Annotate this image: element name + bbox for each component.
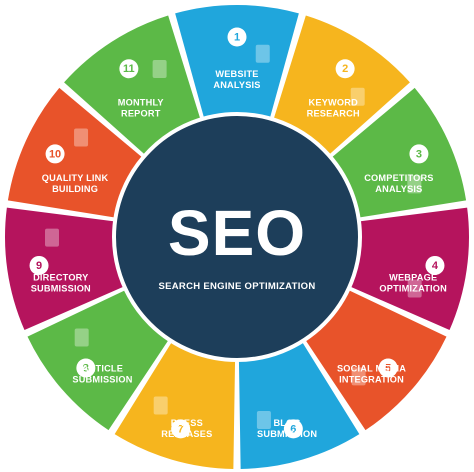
segment-label: BUILDING — [52, 184, 98, 194]
center-hub: SEO SEARCH ENGINE OPTIMIZATION — [112, 112, 362, 362]
segment-label: REPORT — [121, 108, 161, 118]
number-badge — [29, 255, 49, 275]
bar-chart-icon — [152, 59, 167, 78]
number-badge — [119, 59, 139, 79]
segment-number: 8 — [83, 362, 89, 374]
segment-label: ANALYSIS — [213, 80, 260, 90]
arrow-chart-icon — [255, 44, 270, 63]
segment-label: PRESS — [171, 418, 203, 428]
segment-label: ANALYSIS — [375, 184, 422, 194]
segment-label: OPTIMIZATION — [379, 283, 447, 293]
segment-label: WEBSITE — [215, 69, 258, 79]
number-badge — [227, 27, 247, 47]
center-circle — [112, 112, 362, 362]
segment-number: 2 — [342, 63, 348, 75]
segment-label: RESEARCH — [307, 108, 360, 118]
chat-bubble-icon — [256, 411, 271, 430]
segment-label: WEBPAGE — [389, 272, 437, 282]
number-badge — [76, 358, 96, 378]
segment-number: 5 — [385, 362, 391, 374]
people-icon — [407, 175, 422, 194]
segment-number: 6 — [290, 423, 296, 435]
number-badge — [409, 144, 429, 164]
segment-number: 4 — [432, 260, 439, 272]
rss-icon — [153, 396, 168, 415]
number-badge — [283, 419, 303, 439]
segment-label: ARTICLE — [82, 364, 123, 374]
segment-label: QUALITY LINK — [42, 173, 109, 183]
segment-number: 7 — [178, 423, 184, 435]
pencil-icon — [74, 328, 89, 347]
pencil-icon — [45, 228, 60, 247]
segment-label: RELEASES — [161, 429, 212, 439]
segment-number: 10 — [49, 148, 61, 160]
center-title: SEO — [168, 197, 306, 269]
number-badge — [335, 59, 355, 79]
link-icon — [74, 128, 89, 147]
center-subtitle: SEARCH ENGINE OPTIMIZATION — [159, 281, 316, 292]
segment-label: SOCIAL MEDIA — [337, 364, 406, 374]
segment-label: SUBMISSION — [31, 283, 91, 293]
document-icon — [350, 87, 365, 106]
segment-number: 1 — [234, 32, 240, 44]
number-badge — [45, 144, 65, 164]
segment-label: MONTHLY — [118, 97, 164, 107]
segment-number: 3 — [416, 148, 422, 160]
number-badge — [378, 358, 398, 378]
number-badge — [425, 255, 445, 275]
segment-number: 9 — [36, 260, 42, 272]
segment-label: COMPETITORS — [364, 173, 433, 183]
segment-label: KEYWORD — [309, 97, 359, 107]
segment-label: DIRECTORY — [33, 272, 88, 282]
gear-icon — [407, 279, 422, 298]
number-badge — [171, 419, 191, 439]
segment-label: BLOG — [273, 418, 300, 428]
segment-number: 11 — [123, 63, 135, 75]
segment-label: SUBMISSION — [257, 429, 317, 439]
person-icon — [351, 367, 366, 386]
segment-label: INTEGRATION — [339, 375, 404, 385]
segment-label: SUBMISSION — [72, 375, 132, 385]
segment-wedge — [175, 4, 299, 146]
